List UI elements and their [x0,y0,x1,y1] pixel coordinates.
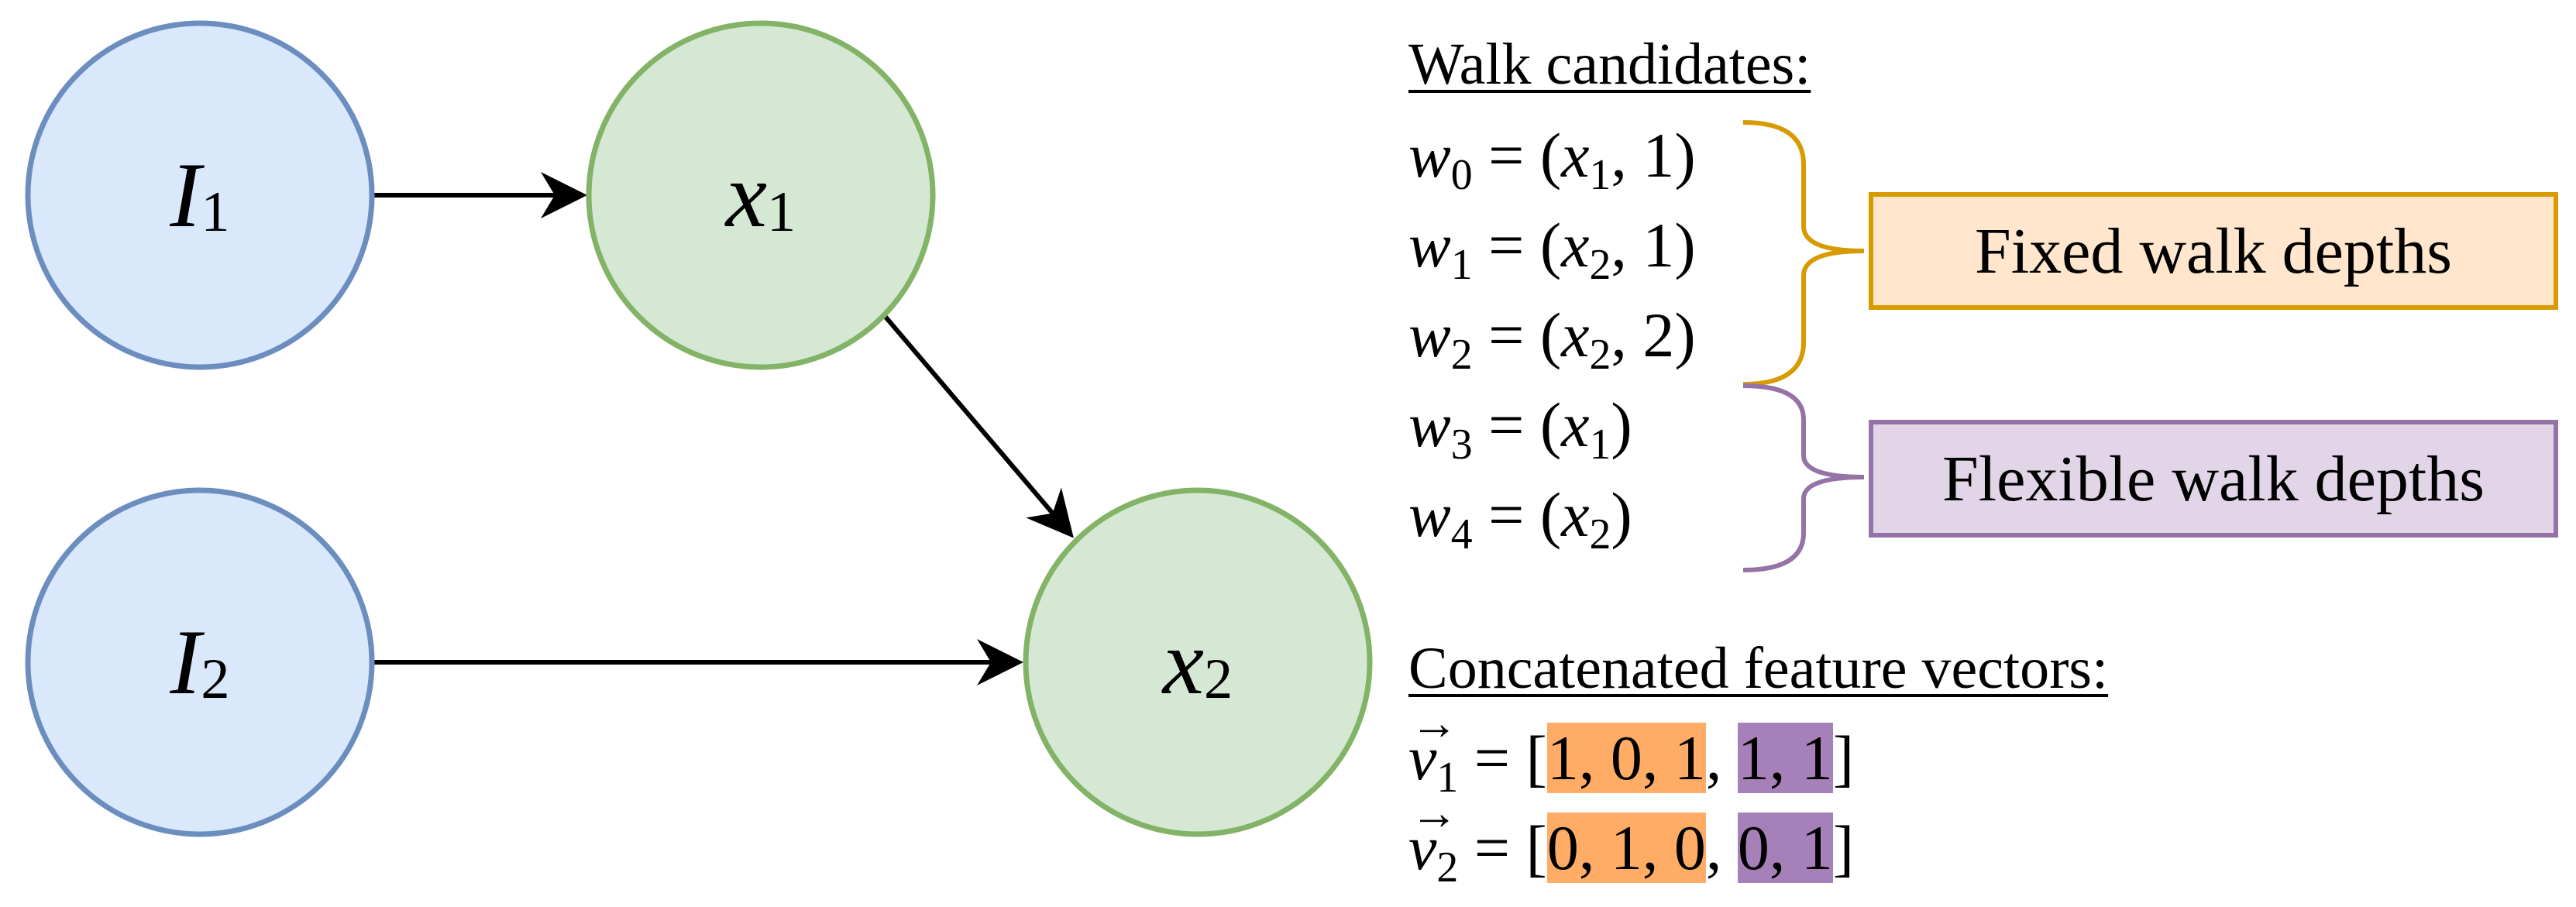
flexible-walk-depths-label: Flexible walk depths [1942,442,2485,515]
node-I2 [25,487,375,837]
brace-flexible [1743,383,1865,572]
walk-candidate-0: w0 = (x1, 1) [1408,120,1696,199]
feature-vector-2: →v2 = [0, 1, 0, 0, 1] [1408,787,1855,892]
node-I1 [25,20,375,370]
fixed-walk-depths-box: Fixed walk depths [1869,192,2558,310]
flexible-part: 1, 1 [1737,723,1833,793]
vector-arrow-icon: → [1410,787,1458,840]
node-x1 [586,20,936,370]
feature-vector-1: →v1 = [1, 0, 1, 1, 1] [1408,697,1855,802]
brace-fixed [1743,120,1865,387]
walk-candidates-heading: Walk candidates: [1408,32,1811,97]
edge-x1-x2 [882,314,1074,538]
walk-candidate-1: w1 = (x2, 1) [1408,210,1696,289]
node-x2 [1023,487,1373,837]
walk-candidate-3: w3 = (x1) [1408,390,1632,469]
vector-arrow-icon: → [1410,697,1458,751]
walk-candidate-4: w4 = (x2) [1408,479,1632,558]
flexible-part: 0, 1 [1737,813,1833,883]
flexible-walk-depths-box: Flexible walk depths [1869,420,2558,538]
fixed-part: 0, 1, 0 [1546,813,1706,883]
feature-vectors-heading: Concatenated feature vectors: [1408,636,2109,701]
fixed-part: 1, 0, 1 [1546,723,1706,793]
fixed-walk-depths-label: Fixed walk depths [1975,215,2452,287]
walk-graph [25,20,1373,837]
walk-candidate-2: w2 = (x2, 2) [1408,300,1696,379]
